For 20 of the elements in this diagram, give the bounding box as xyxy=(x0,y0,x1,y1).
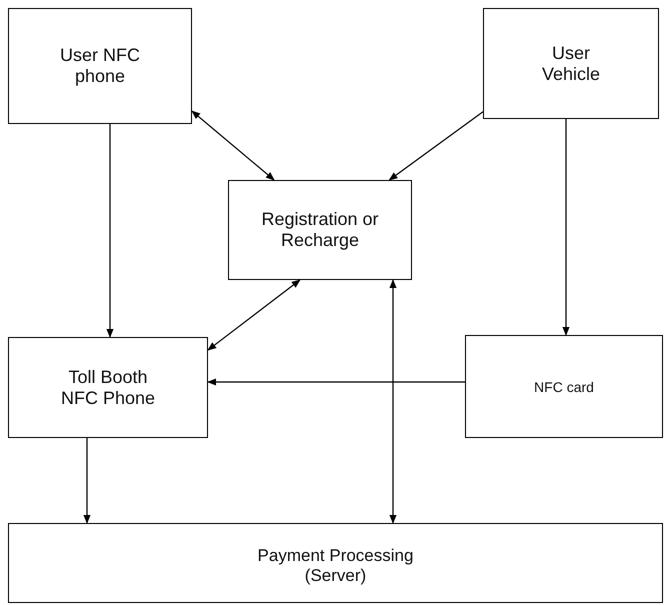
process-box xyxy=(228,180,412,280)
arrow xyxy=(106,124,114,338)
box-label: User Vehicle xyxy=(540,42,602,84)
box-label: Toll Booth NFC Phone xyxy=(60,366,156,408)
process-box xyxy=(8,8,192,124)
box-label: User NFC phone xyxy=(59,45,141,87)
arrow xyxy=(207,378,465,386)
arrow xyxy=(83,438,91,524)
box-label: NFC card xyxy=(534,378,594,394)
arrow xyxy=(191,110,275,181)
process-box xyxy=(8,523,663,603)
arrow xyxy=(389,279,397,524)
process-box xyxy=(483,8,659,119)
arrow xyxy=(562,119,570,336)
process-box xyxy=(8,337,208,438)
box-label: Payment Processing (Server) xyxy=(256,546,414,586)
arrow xyxy=(388,111,484,181)
arrow xyxy=(207,279,301,351)
box-label: Registration or Recharge xyxy=(260,209,380,251)
process-box xyxy=(465,335,663,438)
